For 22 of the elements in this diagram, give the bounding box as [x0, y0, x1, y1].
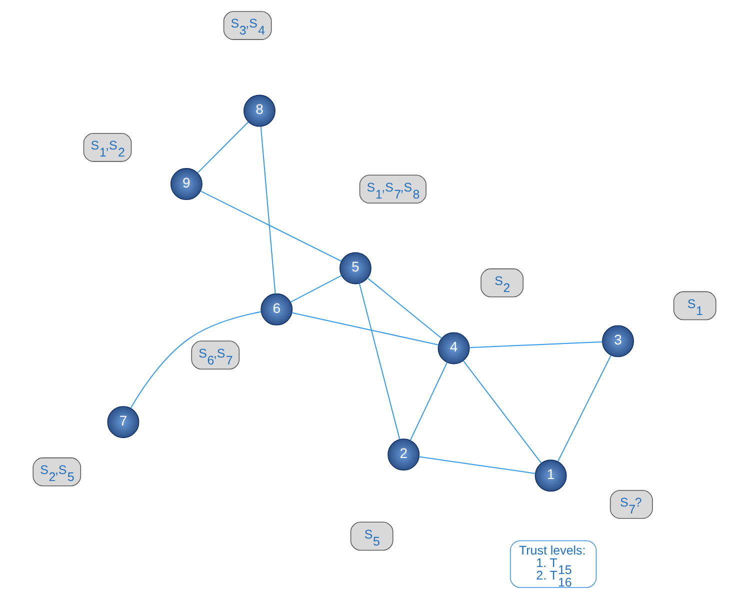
node-circle: 2 — [388, 438, 420, 471]
connector — [367, 278, 442, 339]
node-circle: 8 — [244, 94, 276, 127]
node-circle: 1 — [534, 460, 567, 492]
connector — [463, 360, 542, 464]
node-circle: 5 — [339, 252, 372, 284]
connector — [557, 355, 612, 462]
connector — [130, 311, 262, 408]
connector — [410, 362, 448, 441]
connector — [200, 190, 342, 262]
node-circle: 6 — [260, 293, 293, 326]
connector — [290, 275, 342, 302]
connector — [358, 283, 400, 440]
node-circle: 4 — [438, 332, 470, 364]
connector — [197, 122, 249, 174]
connector — [419, 456, 536, 474]
node-circle: 7 — [107, 406, 140, 438]
connector — [260, 126, 276, 294]
connector — [469, 341, 602, 348]
node-circle: 9 — [170, 168, 202, 200]
connector — [292, 312, 438, 346]
node-circle: 3 — [602, 325, 634, 358]
